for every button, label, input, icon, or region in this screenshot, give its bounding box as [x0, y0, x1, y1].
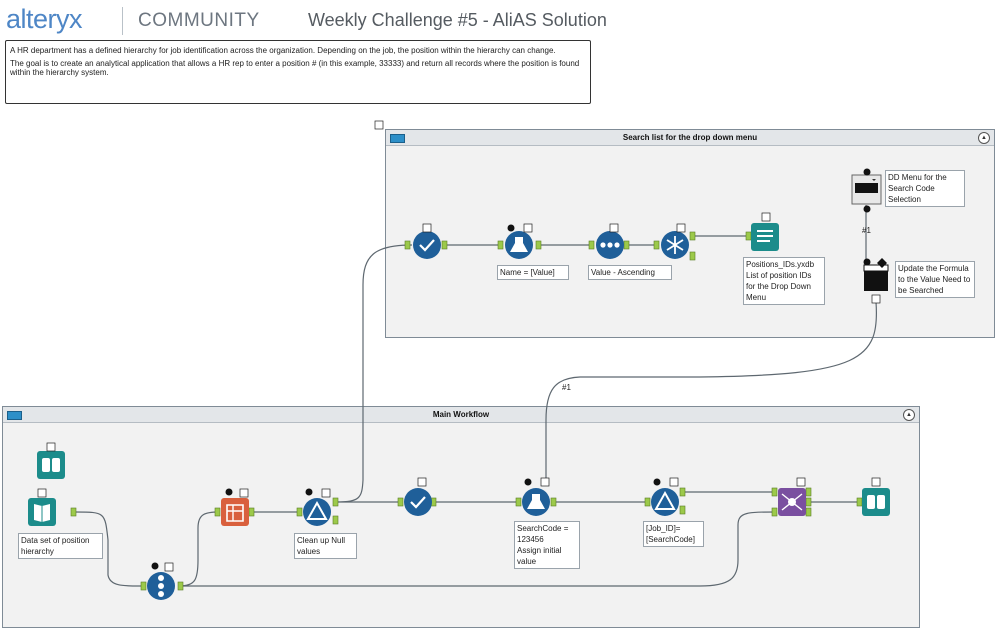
- container-icon: [390, 134, 405, 143]
- connection-anchors: [70, 231, 863, 591]
- update-formula-label: Update the Formula to the Value Need to …: [895, 261, 975, 298]
- collapse-icon[interactable]: ▲: [903, 409, 915, 421]
- main-container-header[interactable]: Main Workflow ▲: [3, 407, 919, 423]
- connection-wires: [74, 205, 878, 587]
- formula-tool-top[interactable]: [505, 231, 533, 259]
- wire-input-recordid: [74, 511, 146, 587]
- collapse-icon[interactable]: ▲: [978, 132, 990, 144]
- dropdown-interface-tool[interactable]: [851, 174, 882, 205]
- description-line-2: The goal is to create an analytical appl…: [10, 59, 580, 77]
- searchcode-label: SearchCode = 123456 Assign initial value: [514, 521, 580, 569]
- output-tool-yxdb[interactable]: [751, 223, 779, 251]
- filter-jobid-label: [Job_ID]= [SearchCode]: [643, 521, 704, 547]
- search-container-header[interactable]: Search list for the drop down menu ▲: [386, 130, 994, 146]
- record-id-tool[interactable]: [147, 572, 175, 600]
- hash-label-mid: #1: [562, 383, 571, 392]
- select-tool-main[interactable]: [404, 488, 432, 516]
- summarize-tool[interactable]: [661, 231, 689, 259]
- interface-q-badges: [151, 168, 871, 570]
- join-tool[interactable]: [778, 488, 806, 516]
- formula-tool-searchcode[interactable]: [522, 488, 550, 516]
- wire-recordid-crosstab: [178, 511, 220, 587]
- select-tool-top[interactable]: [413, 231, 441, 259]
- browse-tool-output[interactable]: [862, 488, 890, 516]
- text-input-tool[interactable]: [28, 498, 56, 526]
- action-interface-tool[interactable]: [863, 258, 889, 291]
- search-container-title: Search list for the drop down menu: [622, 133, 758, 142]
- browse-tool-input[interactable]: [37, 451, 65, 479]
- sort-tool[interactable]: [596, 231, 624, 259]
- filter-tool-cleanup[interactable]: [303, 498, 331, 526]
- dataset-label: Data set of position hierarchy: [18, 533, 103, 559]
- logo-divider: [122, 7, 123, 35]
- hash-label-top: #1: [862, 226, 871, 235]
- dd-menu-label: DD Menu for the Search Code Selection: [885, 170, 965, 207]
- cross-tab-tool[interactable]: [221, 498, 249, 526]
- description-comment[interactable]: A HR department has a defined hierarchy …: [5, 40, 591, 104]
- wire-action-formula: [545, 301, 878, 482]
- community-label: COMMUNITY: [138, 10, 260, 31]
- formula-name-label: Name = [Value]: [497, 265, 569, 280]
- yxdb-label: Positions_IDs.yxdb List of position IDs …: [743, 257, 825, 305]
- alteryx-logo: alteryx: [6, 4, 83, 34]
- cleanup-label: Clean up Null values: [294, 533, 357, 559]
- main-container-title: Main Workflow: [432, 410, 490, 419]
- sort-label: Value - Ascending: [588, 265, 672, 280]
- wire-filter-to-search: [335, 244, 413, 503]
- description-line-1: A HR department has a defined hierarchy …: [10, 46, 556, 55]
- page-title: Weekly Challenge #5 - AliAS Solution: [308, 10, 607, 30]
- container-icon: [7, 411, 22, 420]
- filter-tool-jobid[interactable]: [651, 488, 679, 516]
- wire-recordid-join: [179, 511, 777, 587]
- tool-badges: [37, 120, 881, 572]
